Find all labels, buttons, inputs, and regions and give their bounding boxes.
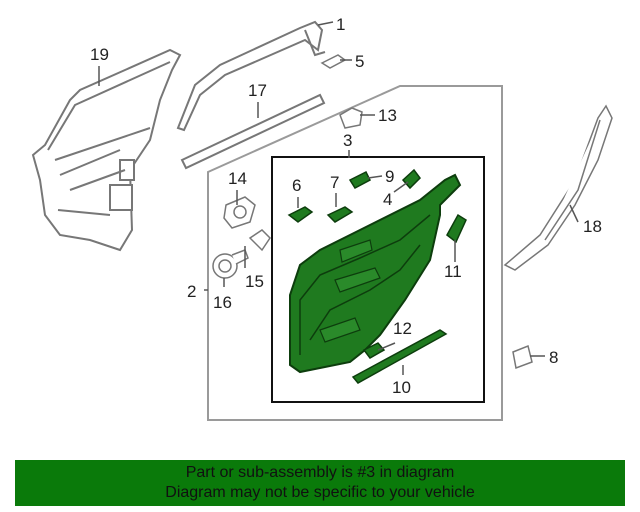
garnish-18 bbox=[503, 104, 613, 271]
part-11-handle bbox=[446, 213, 467, 244]
window-regulator-frame bbox=[31, 48, 182, 252]
callout-3: 3 bbox=[343, 131, 352, 150]
door-trim-panel bbox=[289, 173, 462, 374]
callout-2: 2 bbox=[187, 282, 196, 301]
clip-5 bbox=[320, 54, 347, 69]
callout-15: 15 bbox=[245, 272, 264, 291]
cap-8 bbox=[512, 344, 533, 370]
parts-diagram: 1 5 19 17 13 3 14 6 7 9 4 11 15 16 2 12 … bbox=[31, 15, 613, 421]
part-9-clip bbox=[348, 170, 371, 189]
callout-11: 11 bbox=[444, 262, 462, 281]
part-4-clip bbox=[401, 168, 421, 190]
callout-7: 7 bbox=[330, 173, 339, 192]
callout-18: 18 bbox=[583, 217, 602, 236]
callout-19: 19 bbox=[90, 45, 109, 64]
callout-6: 6 bbox=[292, 176, 301, 195]
part-6-switch bbox=[287, 206, 314, 223]
bracket-15 bbox=[248, 229, 271, 252]
callout-16: 16 bbox=[213, 293, 232, 312]
window-channel bbox=[176, 20, 326, 132]
part-10-strip bbox=[351, 329, 448, 384]
clip-13 bbox=[339, 107, 363, 129]
banner-line-2: Diagram may not be specific to your vehi… bbox=[165, 484, 475, 501]
callout-5: 5 bbox=[355, 52, 364, 71]
leader-lines bbox=[98, 21, 579, 375]
callout-17: 17 bbox=[248, 81, 267, 100]
speaker-bracket bbox=[223, 196, 256, 229]
belt-weatherstrip bbox=[180, 93, 326, 170]
banner-line-1: Part or sub-assembly is #3 in diagram bbox=[185, 464, 455, 481]
callout-1: 1 bbox=[336, 15, 345, 34]
callout-14: 14 bbox=[228, 169, 247, 188]
part-7-switch bbox=[326, 206, 354, 223]
callout-8: 8 bbox=[549, 348, 558, 367]
callout-10: 10 bbox=[392, 378, 411, 397]
callout-4: 4 bbox=[383, 190, 392, 209]
callout-13: 13 bbox=[378, 106, 397, 125]
info-banner: Part or sub-assembly is #3 in diagram Di… bbox=[15, 460, 625, 506]
speaker bbox=[212, 249, 249, 279]
part-12-clip bbox=[362, 342, 386, 359]
callout-12: 12 bbox=[393, 319, 412, 338]
callout-9: 9 bbox=[385, 167, 394, 186]
